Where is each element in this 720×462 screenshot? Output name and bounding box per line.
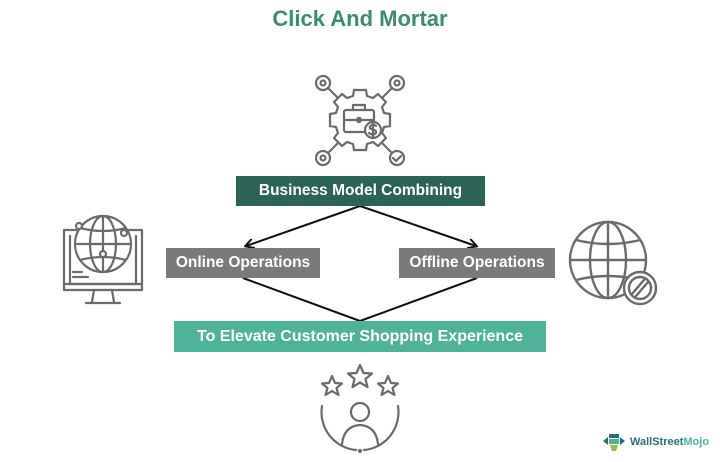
node-customer-experience-label: To Elevate Customer Shopping Experience bbox=[197, 327, 523, 345]
customer-rating-stars-icon bbox=[320, 363, 400, 454]
edge-online-to-goal bbox=[242, 277, 361, 322]
node-business-model-label: Business Model Combining bbox=[258, 182, 463, 199]
node-online-operations-label: Online Operations bbox=[175, 254, 311, 271]
logo-text-wallstreet: WallStreet bbox=[630, 436, 684, 448]
globe-blocked-icon bbox=[568, 220, 658, 306]
edge-model-to-online bbox=[246, 205, 361, 246]
wallstreetmojo-logo: WallStreetMojo bbox=[602, 432, 709, 452]
logo-text: WallStreetMojo bbox=[630, 436, 709, 448]
logo-text-mojo: Mojo bbox=[683, 436, 710, 448]
node-online-operations: Online Operations bbox=[166, 248, 320, 278]
node-offline-operations: Offline Operations bbox=[399, 248, 555, 278]
edge-offline-to-goal bbox=[359, 277, 478, 322]
business-gear-network-icon bbox=[314, 74, 406, 167]
monitor-globe-icon bbox=[62, 214, 144, 305]
edge-model-to-offline bbox=[359, 205, 476, 246]
node-customer-experience: To Elevate Customer Shopping Experience bbox=[174, 321, 546, 352]
logo-mark-icon bbox=[603, 434, 625, 451]
node-offline-operations-label: Offline Operations bbox=[409, 254, 545, 271]
diagram-title: Click And Mortar bbox=[272, 6, 448, 31]
node-business-model: Business Model Combining bbox=[236, 176, 485, 206]
